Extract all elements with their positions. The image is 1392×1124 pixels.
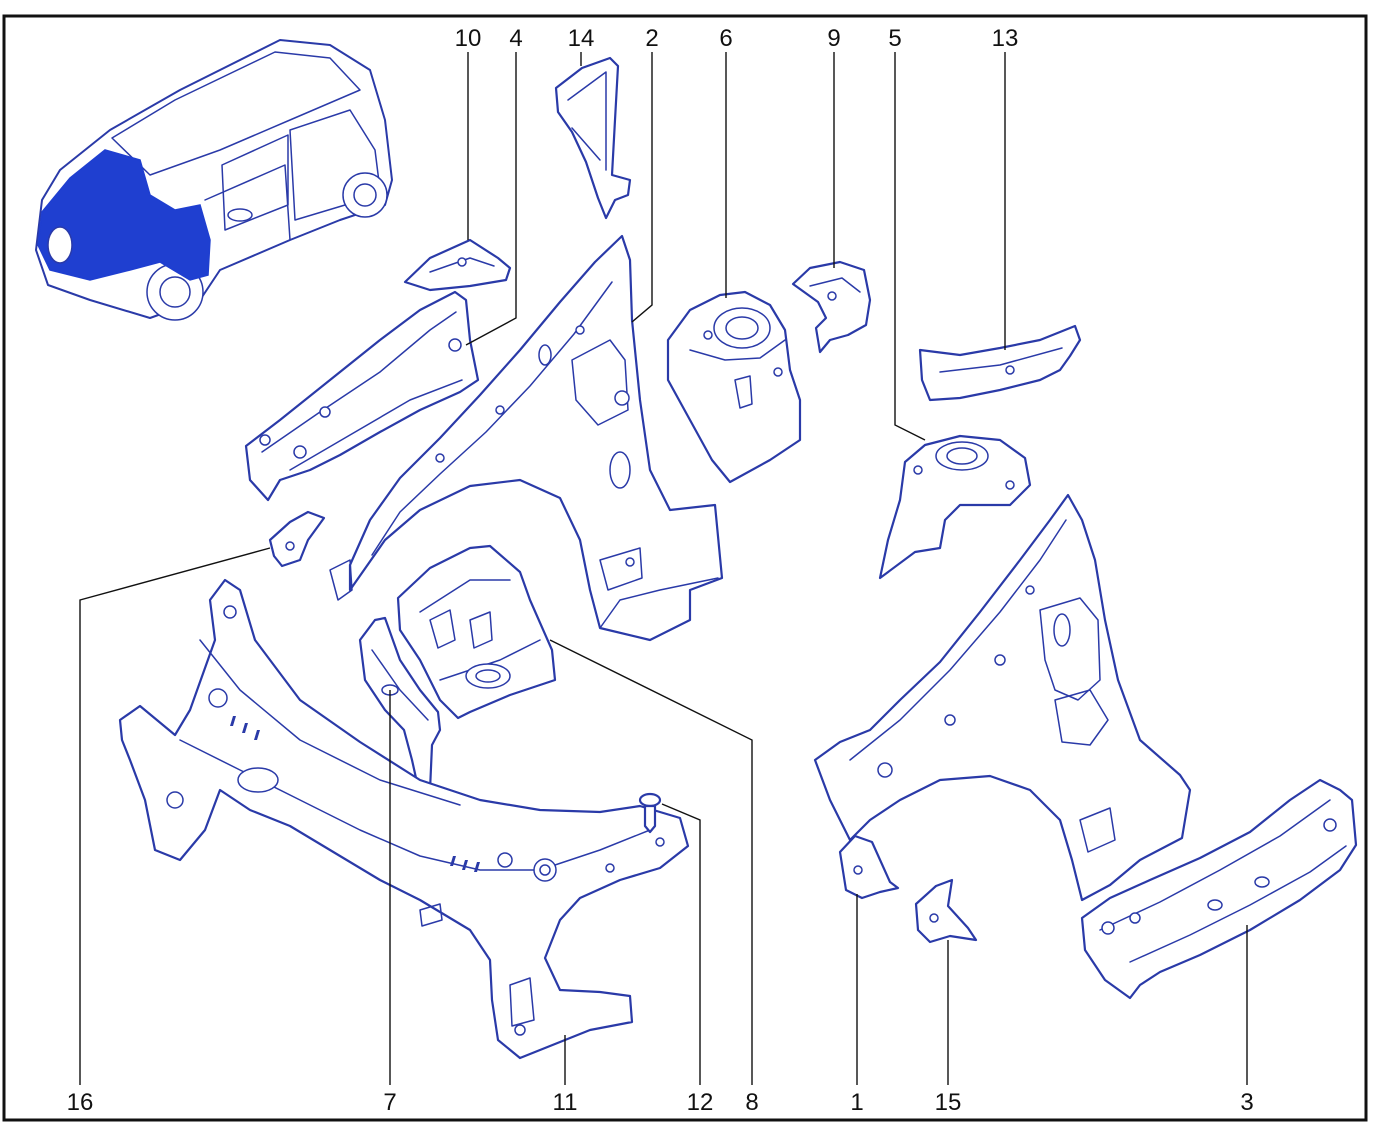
- callout-3: 3: [1240, 1089, 1253, 1116]
- callout-11: 11: [553, 1089, 578, 1116]
- part-16-bracket: [268, 510, 326, 568]
- part-3-right-side-member: [1080, 778, 1358, 1000]
- callout-9: 9: [827, 25, 840, 52]
- callout-1: 1: [850, 1089, 863, 1116]
- highlighted-front-structure: [37, 149, 211, 281]
- callout-6: 6: [719, 25, 732, 52]
- callout-7: 7: [383, 1089, 396, 1116]
- callout-16: 16: [67, 1089, 94, 1116]
- leader-lines: [79, 52, 1248, 1085]
- callout-2: 2: [645, 25, 658, 52]
- callout-12: 12: [687, 1089, 714, 1116]
- part-7-vertical-bracket: [358, 616, 442, 798]
- part-9-bracket: [791, 260, 872, 354]
- callout-10: 10: [455, 25, 482, 52]
- callout-8: 8: [745, 1089, 758, 1116]
- part-11-cross-member: [118, 578, 690, 1060]
- part-4-side-member: [244, 290, 480, 502]
- part-10-bracket: [403, 238, 512, 292]
- callout-14: 14: [568, 25, 595, 52]
- vehicle-locator: [35, 39, 393, 321]
- part-14-pillar-bracket: [554, 56, 632, 220]
- callout-5: 5: [888, 25, 901, 52]
- part-3-right-wing-panel: [813, 493, 1192, 902]
- part-2-left-wing-panel: [329, 234, 724, 642]
- part-5-right-strut-tower: [878, 434, 1032, 580]
- part-15-bracket: [914, 878, 978, 944]
- part-8-wheel-arch-bracket: [396, 544, 557, 720]
- part-1-bracket: [838, 834, 900, 900]
- diagram-frame: [2, 14, 1368, 1122]
- callout-15: 15: [935, 1089, 962, 1116]
- callout-4: 4: [509, 25, 522, 52]
- part-13-bracket: [918, 324, 1082, 402]
- part-12-bolt: [638, 792, 662, 834]
- part-6-left-strut-tower: [666, 290, 802, 484]
- callout-labels: 10 4 14 2 6 9 5 13 16 7 11 12 8 1 15 3: [67, 25, 1254, 1116]
- callout-13: 13: [992, 25, 1019, 52]
